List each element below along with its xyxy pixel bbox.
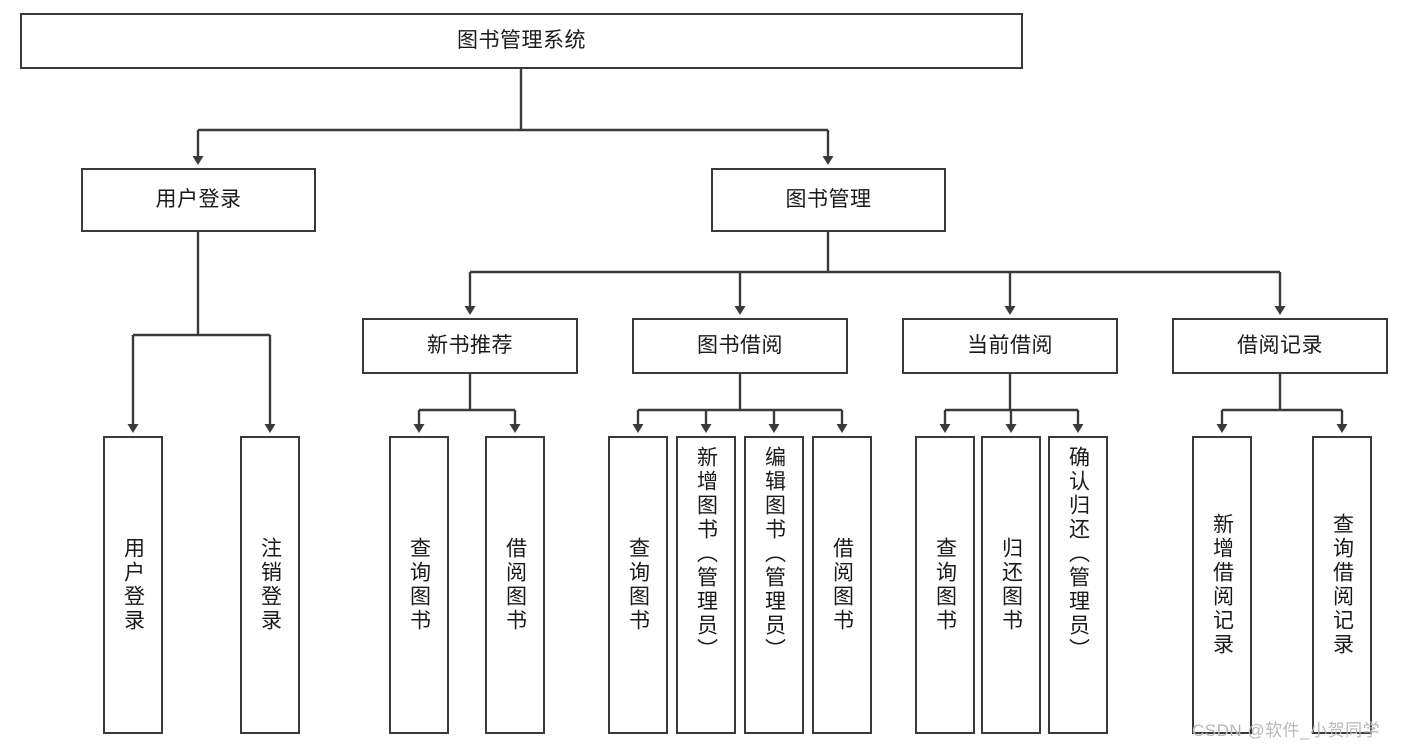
node-borrow-record[interactable]: 借阅记录 (1172, 318, 1388, 374)
node-current-borrow[interactable]: 当前借阅 (902, 318, 1118, 374)
node-leaf-user-logout[interactable]: 注销登录 (240, 436, 300, 734)
node-leaf-return-book[interactable]: 归还图书 (981, 436, 1041, 734)
node-label: 归还图书 (999, 537, 1023, 633)
node-label: 编辑图书（管理员） (762, 446, 786, 662)
node-leaf-add-book[interactable]: 新增图书（管理员） (676, 436, 736, 734)
node-label: 图书借阅 (697, 334, 783, 358)
node-label: 查询图书 (407, 537, 431, 633)
node-book-manage[interactable]: 图书管理 (711, 168, 946, 232)
node-leaf-borrow-book-rec[interactable]: 借阅图书 (485, 436, 545, 734)
node-label: 查询图书 (626, 537, 650, 633)
node-label: 图书管理 (785, 188, 872, 212)
node-label: 查询图书 (933, 537, 957, 633)
node-leaf-borrow-book[interactable]: 借阅图书 (812, 436, 872, 734)
node-leaf-query-book-rec[interactable]: 查询图书 (389, 436, 449, 734)
node-leaf-edit-book[interactable]: 编辑图书（管理员） (744, 436, 804, 734)
node-book-borrow[interactable]: 图书借阅 (632, 318, 848, 374)
csdn-watermark: CSDN @软件_小贺同学 (1192, 721, 1381, 740)
node-label: 借阅图书 (830, 537, 854, 633)
node-user-login[interactable]: 用户登录 (81, 168, 316, 232)
node-label: 新增图书（管理员） (694, 446, 718, 662)
node-label: 用户登录 (121, 537, 145, 633)
node-leaf-query-book-cur[interactable]: 查询图书 (915, 436, 975, 734)
node-new-book-rec[interactable]: 新书推荐 (362, 318, 578, 374)
node-leaf-add-record[interactable]: 新增借阅记录 (1192, 436, 1252, 734)
node-leaf-query-record[interactable]: 查询借阅记录 (1312, 436, 1372, 734)
node-root[interactable]: 图书管理系统 (20, 13, 1023, 69)
node-label: 新增借阅记录 (1210, 513, 1234, 657)
node-leaf-confirm-return[interactable]: 确认归还（管理员） (1048, 436, 1108, 734)
node-label: 新书推荐 (427, 334, 513, 358)
node-leaf-query-book-borrow[interactable]: 查询图书 (608, 436, 668, 734)
node-label: 用户登录 (155, 188, 242, 212)
node-label: 确认归还（管理员） (1066, 446, 1090, 662)
node-label: 图书管理系统 (457, 29, 586, 53)
node-leaf-user-login[interactable]: 用户登录 (103, 436, 163, 734)
node-label: 当前借阅 (967, 334, 1053, 358)
node-label: 借阅记录 (1237, 334, 1323, 358)
node-label: 查询借阅记录 (1330, 513, 1354, 657)
node-label: 借阅图书 (503, 537, 527, 633)
node-label: 注销登录 (258, 537, 282, 633)
